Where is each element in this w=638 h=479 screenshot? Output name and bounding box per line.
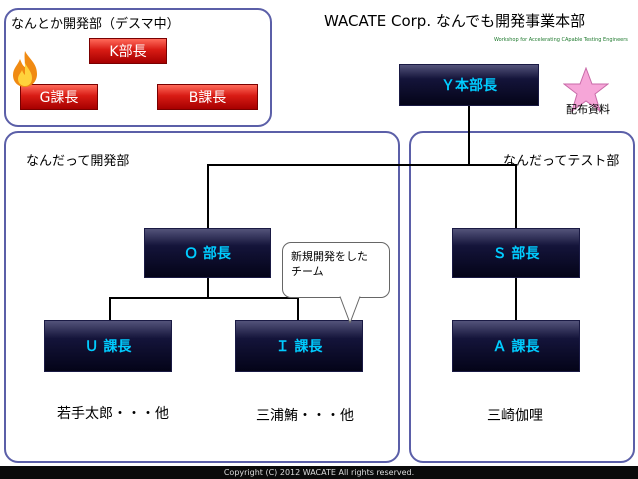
footer-bar: Copyright (C) 2012 WACATE All rights res… [0, 466, 638, 479]
callout-tail [338, 296, 368, 326]
panel-nandatte-test [409, 131, 635, 463]
b-chief-box: B課長 [157, 84, 258, 110]
panel-label-nantoka-dev: なんとか開発部（デスマ中） [11, 17, 180, 32]
connector-o-down [207, 278, 209, 298]
copyright-text: Copyright (C) 2012 WACATE All rights res… [223, 468, 415, 477]
i-chief-box: Ｉ 課長 [235, 320, 363, 372]
g-chief-box: G課長 [20, 84, 98, 110]
connector-y-down [468, 106, 470, 165]
connector-to-s [515, 164, 517, 228]
a-members: 三崎伽哩 [487, 408, 543, 424]
a-chief-box: Ａ 課長 [452, 320, 580, 372]
panel-label-nandatte-test: なんだってテスト部 [503, 154, 620, 169]
callout-line-1: 新規開発をした [291, 250, 368, 263]
o-manager-box: Ｏ 部長 [144, 228, 271, 278]
connector-top-horizontal [207, 164, 517, 166]
page-subtitle: Workshop for Accelerating CApable Testin… [494, 37, 628, 43]
s-manager-box: Ｓ 部長 [452, 228, 580, 278]
i-members: 三浦鮪・・・他 [256, 408, 354, 424]
connector-to-i [297, 297, 299, 321]
connector-to-o [207, 164, 209, 228]
panel-label-nandatte-dev: なんだって開発部 [26, 154, 130, 169]
y-manager-box: Ｙ本部長 [399, 64, 539, 106]
k-manager-box: K部長 [89, 38, 167, 64]
connector-mid-horizontal [109, 297, 299, 299]
u-chief-box: Ｕ 課長 [44, 320, 172, 372]
fire-icon [10, 50, 40, 88]
handout-badge: 配布資料 [566, 103, 610, 116]
page-title: WACATE Corp. なんでも開発事業本部 [324, 12, 586, 30]
connector-s-to-a [515, 278, 517, 320]
u-members: 若手太郎・・・他 [57, 406, 169, 422]
callout-new-dev-team: 新規開発をした チーム [282, 242, 390, 298]
star-icon [562, 66, 610, 113]
connector-to-u [109, 297, 111, 321]
callout-line-2: チーム [291, 265, 324, 278]
